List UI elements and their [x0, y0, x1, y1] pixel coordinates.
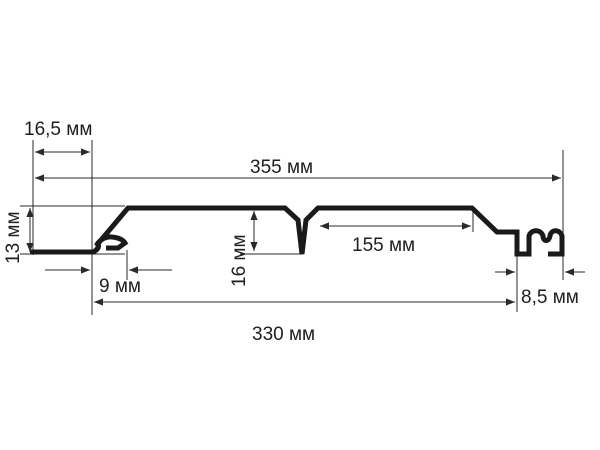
dimension-lines [26, 148, 585, 306]
label-end-width: 8,5 мм [521, 287, 579, 308]
label-step-width: 9 мм [99, 276, 141, 297]
label-overall-width: 355 мм [250, 157, 313, 178]
label-cover-width: 330 мм [252, 324, 315, 345]
label-groove-depth: 16 мм [229, 234, 250, 287]
siding-profile [30, 205, 565, 257]
dimension-labels: 16,5 мм 355 мм 13 мм 16 мм 155 мм 9 мм 3… [3, 119, 579, 345]
label-profile-height: 13 мм [3, 211, 24, 264]
label-flat-width: 155 мм [352, 235, 415, 256]
label-lip-offset: 16,5 мм [24, 119, 92, 140]
